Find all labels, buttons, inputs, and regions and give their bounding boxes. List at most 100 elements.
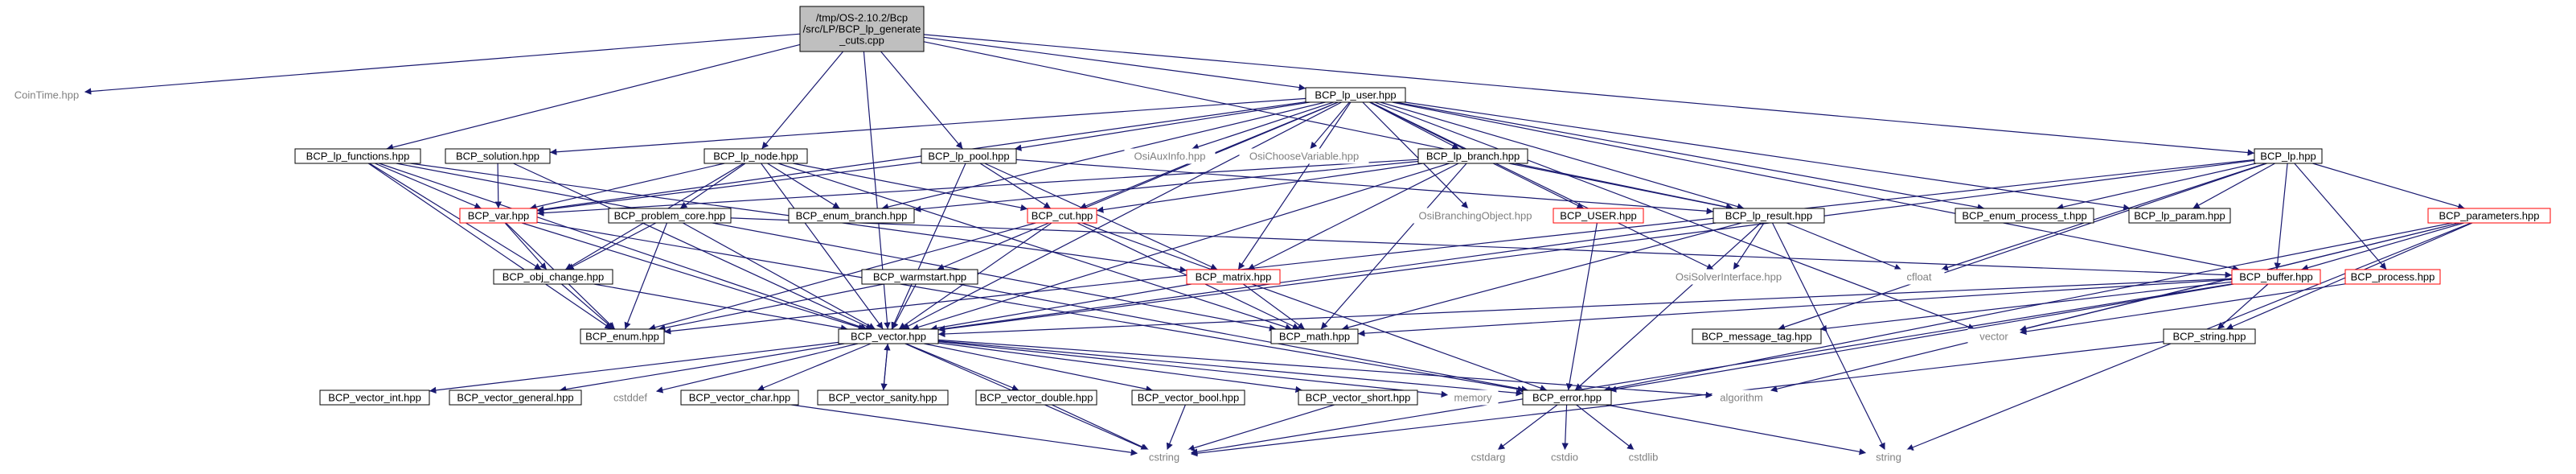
node-label-vector_int: BCP_vector_int.hpp [328, 392, 421, 404]
node-vector_sanity[interactable]: BCP_vector_sanity.hpp [817, 390, 949, 406]
node-matrix[interactable]: BCP_matrix.hpp [1186, 269, 1281, 285]
edge-lp_result-to-cfloat [1786, 222, 1902, 270]
node-lp_branch[interactable]: BCP_lp_branch.hpp [1417, 148, 1528, 164]
node-cut[interactable]: BCP_cut.hpp [1027, 208, 1097, 224]
node-enum_branch[interactable]: BCP_enum_branch.hpp [788, 208, 915, 224]
node-math[interactable]: BCP_math.hpp [1270, 328, 1359, 344]
node-label-cstdarg: cstdarg [1471, 451, 1506, 464]
node-error[interactable]: BCP_error.hpp [1522, 390, 1612, 406]
edge-lp_node-to-enum_branch [767, 163, 840, 209]
node-vector_char[interactable]: BCP_vector_char.hpp [680, 390, 799, 406]
edge-lp_user-to-osibranchingobj [1362, 101, 1469, 209]
node-warmstart[interactable]: BCP_warmstart.hpp [861, 269, 978, 285]
node-box-lp_user [1305, 87, 1406, 103]
node-string_hpp[interactable]: BCP_string.hpp [2163, 328, 2256, 344]
edge-lp_pool-to-vector [891, 163, 966, 330]
node-label-lp_param: BCP_lp_param.hpp [2134, 210, 2225, 222]
node-lp_pool[interactable]: BCP_lp_pool.hpp [921, 148, 1017, 164]
edge-lp_result-to-vector [937, 222, 1717, 332]
edge-lp_result-to-error [1574, 222, 1762, 391]
node-bcp_user[interactable]: BCP_USER.hpp [1553, 208, 1644, 224]
node-problem_core[interactable]: BCP_problem_core.hpp [608, 208, 732, 224]
node-box-string_hpp [2163, 328, 2256, 344]
edge-root-to-vector [863, 51, 891, 330]
node-box-cstdarg [1461, 449, 1516, 465]
node-vector_general[interactable]: BCP_vector_general.hpp [449, 390, 582, 406]
edge-lp_branch-to-cut [1096, 163, 1423, 213]
node-label-error: BCP_error.hpp [1532, 392, 1602, 404]
node-cstdarg: cstdarg [1461, 449, 1516, 465]
node-box-process [2344, 269, 2441, 285]
edge-buffer-to-cstring [1190, 283, 2233, 455]
edge-lp_user-to-lp_pool [1014, 101, 1311, 151]
edge-vector_char-to-cstring [791, 404, 1138, 456]
node-vector[interactable]: BCP_vector.hpp [838, 328, 939, 344]
node-vector_double[interactable]: BCP_vector_double.hpp [975, 390, 1097, 406]
edge-lp_user-to-enum_process_t [1395, 101, 1985, 211]
node-box-memory [1447, 390, 1499, 406]
edge-parameters-to-buffer [2301, 222, 2464, 271]
node-string: string [1865, 449, 1912, 465]
node-memory: memory [1447, 390, 1499, 406]
edge-lp-to-vector [937, 159, 2255, 333]
node-message_tag[interactable]: BCP_message_tag.hpp [1692, 328, 1822, 344]
node-label-var: BCP_var.hpp [468, 210, 530, 222]
edge-lp_user-to-osiauxinfo [1192, 101, 1334, 150]
node-box-cointime [8, 87, 85, 103]
edge-lp_functions-to-math [396, 163, 1277, 332]
node-label-osibranchingobj: OsiBranchingObject.hpp [1419, 210, 1532, 222]
node-enum_process_t[interactable]: BCP_enum_process_t.hpp [1955, 208, 2094, 224]
node-label-obj_change: BCP_obj_change.hpp [502, 271, 605, 283]
edge-lp_branch-to-lp_result [1508, 163, 1733, 211]
edge-error-to-string [1606, 404, 1867, 455]
edge-matrix-to-math [1242, 283, 1306, 330]
edge-cut-to-enum [648, 222, 1036, 331]
node-box-vector_short [1298, 390, 1418, 406]
node-label-std_vector: vector [1979, 331, 2008, 343]
edge-lp-to-buffer [2274, 163, 2288, 270]
edge-vector-to-cstddef [655, 343, 859, 394]
node-box-vector [838, 328, 939, 344]
edge-lp-to-enum_process_t [2056, 163, 2257, 211]
node-cstdio: cstdio [1540, 449, 1589, 465]
node-lp_node[interactable]: BCP_lp_node.hpp [703, 148, 808, 164]
edge-lp_pool-to-cut [979, 163, 1052, 209]
node-buffer[interactable]: BCP_buffer.hpp [2231, 269, 2321, 285]
node-solution[interactable]: BCP_solution.hpp [445, 148, 551, 164]
node-box-lp_branch [1417, 148, 1528, 164]
edge-vector-to-error [937, 340, 1524, 397]
node-label-vector_general: BCP_vector_general.hpp [457, 392, 573, 404]
node-box-message_tag [1692, 328, 1822, 344]
node-enum[interactable]: BCP_enum.hpp [580, 328, 665, 344]
node-vector_short[interactable]: BCP_vector_short.hpp [1298, 390, 1418, 406]
node-lp_functions[interactable]: BCP_lp_functions.hpp [294, 148, 421, 164]
node-parameters[interactable]: BCP_parameters.hpp [2427, 208, 2551, 224]
edge-lp_node-to-math [777, 163, 1293, 331]
node-lp[interactable]: BCP_lp.hpp [2254, 148, 2323, 164]
edge-lp_pool-to-matrix [984, 163, 1218, 270]
node-var[interactable]: BCP_var.hpp [459, 208, 538, 224]
node-box-osichoosevar [1239, 148, 1369, 164]
node-algorithm: algorithm [1712, 390, 1771, 406]
node-vector_int[interactable]: BCP_vector_int.hpp [319, 390, 430, 406]
edge-buffer-to-error [1609, 283, 2234, 393]
edge-vector_double-to-cstring [1052, 404, 1149, 451]
node-label-buffer: BCP_buffer.hpp [2239, 271, 2313, 283]
edge-var-to-obj_change [504, 222, 548, 270]
node-process[interactable]: BCP_process.hpp [2344, 269, 2441, 285]
edge-warmstart-to-error [958, 283, 1528, 393]
edge-lp_user-to-lp_branch [1369, 101, 1459, 150]
edge-lp_user-to-osisolverif [1370, 101, 1714, 270]
node-layer: /tmp/OS-2.10.2/Bcp/src/LP/BCP_lp_generat… [8, 6, 2551, 465]
node-root[interactable]: /tmp/OS-2.10.2/Bcp/src/LP/BCP_lp_generat… [799, 6, 925, 52]
edge-buffer-to-message_tag [1819, 281, 2233, 332]
node-box-error [1522, 390, 1612, 406]
node-label-enum_process_t: BCP_enum_process_t.hpp [1962, 210, 2086, 222]
node-lp_result[interactable]: BCP_lp_result.hpp [1713, 208, 1825, 224]
node-label-solution: BCP_solution.hpp [456, 150, 539, 163]
node-vector_bool[interactable]: BCP_vector_bool.hpp [1131, 390, 1245, 406]
node-obj_change[interactable]: BCP_obj_change.hpp [493, 269, 613, 285]
node-lp_user[interactable]: BCP_lp_user.hpp [1305, 87, 1406, 103]
node-label-vector_char: BCP_vector_char.hpp [689, 392, 790, 404]
node-lp_param[interactable]: BCP_lp_param.hpp [2128, 208, 2231, 224]
